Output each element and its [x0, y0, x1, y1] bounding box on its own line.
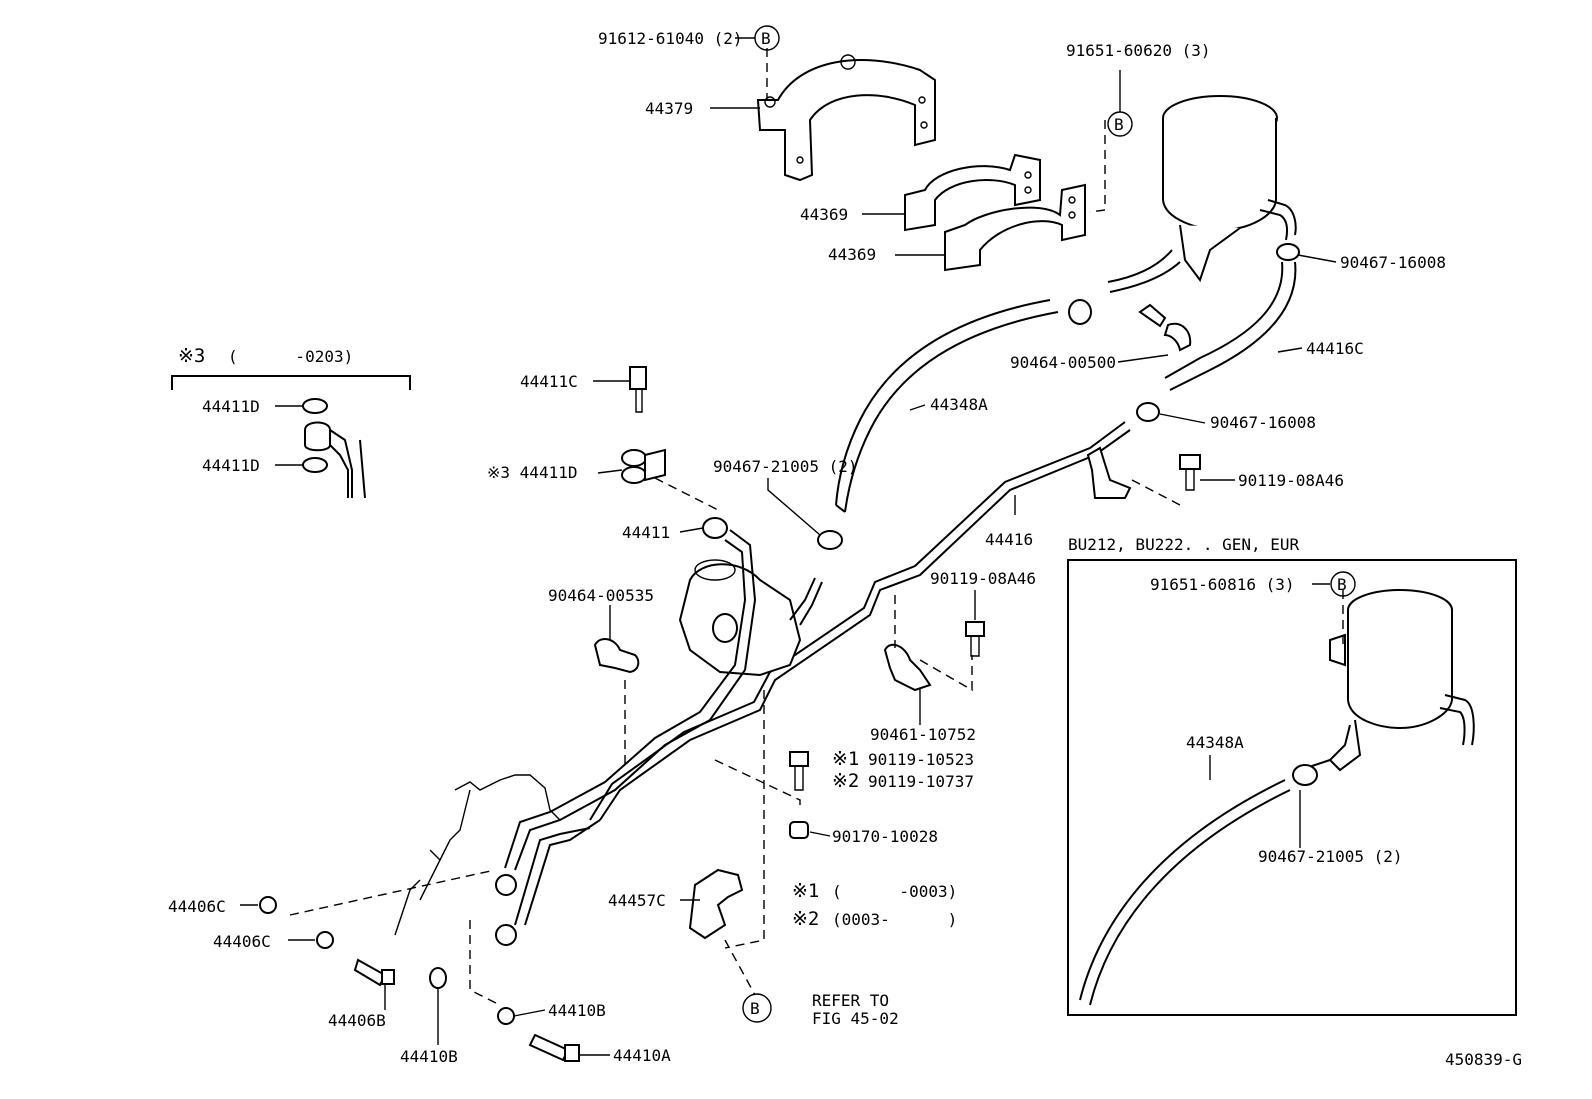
svg-text:B: B — [1114, 115, 1124, 134]
label-44406b: 44406B — [328, 1011, 386, 1030]
hose-44348a — [835, 299, 1059, 513]
inset-variant-3 — [171, 375, 411, 499]
pressure-tube-44416 — [589, 421, 1132, 821]
union-bolt-44411c — [629, 366, 647, 413]
hose-clip-90464-a — [1138, 303, 1192, 352]
label-90170-10028: 90170-10028 — [832, 827, 938, 846]
hose-clamp-90467-a — [1068, 243, 1300, 422]
hose-clip-90464-00535 — [593, 638, 640, 674]
label-44410b-a: 44410B — [400, 1047, 458, 1066]
tube-bracket — [1086, 446, 1132, 499]
bolt-90119-08a46-b — [965, 621, 985, 657]
label-44416: 44416 — [985, 530, 1033, 549]
inset-3-title: ( -0203) — [228, 347, 353, 366]
label-90119-08a46-b: 90119-08A46 — [930, 569, 1036, 588]
gasket-44406c-b — [316, 931, 334, 949]
callout-b-right: B — [1107, 111, 1133, 137]
label-90464-00535: 90464-00535 — [548, 586, 654, 605]
clamp-44369-upper — [904, 153, 1041, 232]
hose-clamp-90467-21005 — [817, 530, 843, 550]
label-44457c: 44457C — [608, 891, 666, 910]
inset-3-mark: ※3 — [178, 345, 205, 367]
gasket-44406c-a — [259, 896, 277, 914]
label-91612-61040: 91612-61040 (2) — [598, 29, 743, 48]
gasket-44410b-a — [429, 967, 447, 989]
label-90119-10523: 90119-10523 — [868, 750, 974, 769]
label-44411c: 44411C — [520, 372, 578, 391]
label-90119-08a46-a: 90119-08A46 — [1238, 471, 1344, 490]
note-1-mark: ※1 — [792, 880, 819, 902]
note-2-text: (0003- ) — [832, 910, 957, 929]
gasket-44410b-b — [497, 1007, 515, 1025]
label-90467-21005: 90467-21005 (2) — [713, 457, 858, 476]
label-44348a-inset: 44348A — [1186, 733, 1244, 752]
label-44369-b: 44369 — [828, 245, 876, 264]
guide-lines — [289, 48, 1181, 1006]
label-44411d-inset-b: 44411D — [202, 456, 260, 475]
reservoir-tank — [1162, 95, 1297, 283]
label-90119-10737: 90119-10737 — [868, 772, 974, 791]
engine-outline — [394, 774, 561, 936]
label-44379: 44379 — [645, 99, 693, 118]
reservoir-outlet — [1109, 261, 1181, 293]
label-44410b-b: 44410B — [548, 1001, 606, 1020]
leader-lines — [240, 37, 1337, 1056]
label-44411: 44411 — [622, 523, 670, 542]
label-90464-00500: 90464-00500 — [1010, 353, 1116, 372]
gasket-44411d — [621, 448, 666, 484]
label-90461-10752: 90461-10752 — [870, 725, 976, 744]
note-1-text: ( -0003) — [832, 882, 957, 901]
collar-90170-10028 — [789, 821, 809, 839]
note-2-mark: ※2 — [792, 908, 819, 930]
bolt-90119-08a46-a — [1179, 454, 1201, 491]
power-steering-pump — [678, 559, 823, 677]
label-91651-60816: 91651-60816 (3) — [1150, 575, 1295, 594]
svg-text:B: B — [1337, 575, 1347, 594]
label-90467-21005-inset: 90467-21005 (2) — [1258, 847, 1403, 866]
clamp-90461-10752 — [883, 643, 932, 692]
mark-1: ※1 — [832, 748, 859, 770]
label-44410a: 44410A — [613, 1046, 671, 1065]
label-91651-60620: 91651-60620 (3) — [1066, 41, 1211, 60]
union-bolt-44406b — [353, 958, 395, 987]
drawing-number: 450839-G — [1445, 1050, 1522, 1069]
callout-b-top: B — [754, 25, 780, 51]
callout-b-inset: B — [1337, 575, 1347, 594]
clamp-44369-lower — [944, 183, 1086, 272]
bracket-44457c — [688, 868, 744, 940]
hose-44416c — [1169, 261, 1297, 391]
label-44411d-main: ※3 44411D — [487, 463, 577, 482]
label-44348a: 44348A — [930, 395, 988, 414]
svg-text:B: B — [761, 29, 771, 48]
label-fig-45-02: FIG 45-02 — [812, 1009, 899, 1028]
gasket-44411d-inset-b — [302, 457, 328, 473]
label-44369-a: 44369 — [800, 205, 848, 224]
union-bolt-44411 — [702, 517, 728, 539]
bracket-44379 — [756, 54, 936, 182]
bolt-90119-10523 — [789, 751, 809, 791]
eye-joint-b — [495, 924, 517, 946]
callout-b-bottom: B — [742, 993, 772, 1023]
label-44406c-a: 44406C — [168, 897, 226, 916]
eye-joint-a — [495, 874, 517, 896]
label-44416c: 44416C — [1306, 339, 1364, 358]
mark-2: ※2 — [832, 770, 859, 792]
gasket-44411d-inset-a — [302, 398, 328, 414]
inset-box-bu212 — [1067, 559, 1517, 1016]
return-line — [504, 529, 757, 926]
union-bolt-44410a — [528, 1033, 580, 1062]
label-refer-to: REFER TO — [812, 991, 889, 1010]
inset-bu212-title: BU212, BU222. . GEN, EUR — [1068, 535, 1300, 554]
label-90467-16008-b: 90467-16008 — [1210, 413, 1316, 432]
label-90467-16008-a: 90467-16008 — [1340, 253, 1446, 272]
svg-text:B: B — [750, 999, 760, 1018]
label-44411d-inset-a: 44411D — [202, 397, 260, 416]
label-44406c-b: 44406C — [213, 932, 271, 951]
